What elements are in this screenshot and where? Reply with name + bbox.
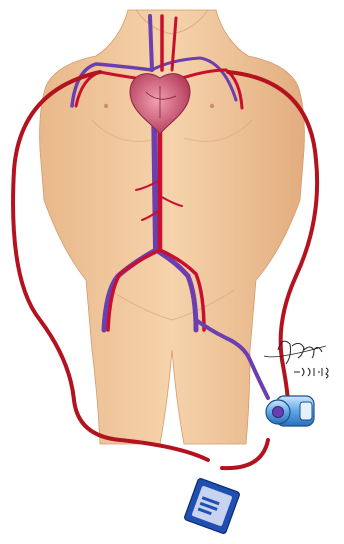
centrifugal-pump-icon bbox=[266, 396, 314, 426]
artist-signature bbox=[264, 341, 328, 378]
oxygenator-icon bbox=[184, 478, 240, 534]
